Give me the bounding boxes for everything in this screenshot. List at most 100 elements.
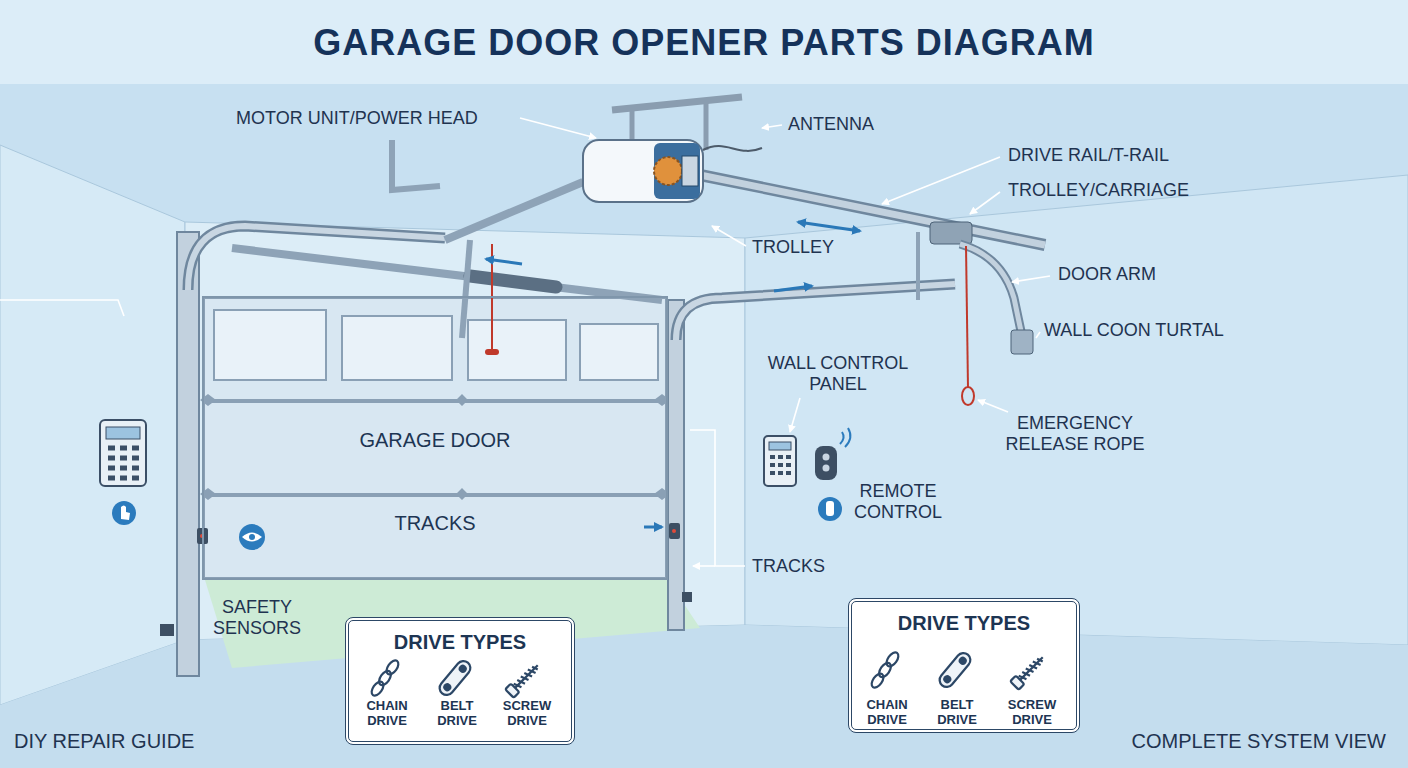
leader-line — [520, 118, 596, 138]
button-row — [770, 463, 792, 467]
screw-icon — [1010, 653, 1047, 690]
door-label: TRACKS — [204, 512, 666, 535]
part-label: TROLLEY/CARRIAGE — [1008, 180, 1228, 201]
door-window — [342, 316, 452, 380]
button-row — [108, 476, 142, 481]
keypad — [764, 436, 796, 486]
motion-arrow — [798, 222, 860, 231]
door-hinge — [200, 394, 670, 500]
leader-line — [712, 226, 746, 246]
drive-type-label: BELT DRIVE — [424, 699, 490, 729]
keypad — [100, 420, 146, 486]
door-panel — [204, 496, 666, 578]
motor-window — [654, 143, 700, 199]
horizontal-track — [676, 284, 955, 340]
drive-type-label: SCREW DRIVE — [999, 698, 1065, 728]
part-label: REMOTE CONTROL — [843, 481, 953, 522]
motor-coil — [682, 156, 698, 186]
remote-icon — [818, 497, 842, 521]
torsion-bar — [232, 248, 662, 300]
button-row — [108, 456, 142, 461]
door-panel — [204, 402, 666, 494]
drive-types-box: DRIVE TYPES CHAIN DRIVEBELT DRIVE SCREW DR… — [848, 598, 1080, 733]
motor-gear — [654, 157, 682, 185]
touch-icon — [112, 501, 136, 525]
touch-icon-hand — [121, 506, 130, 521]
right-wall — [745, 175, 1408, 645]
leader-line — [1036, 332, 1040, 338]
title-band — [0, 0, 1408, 84]
door-arm — [960, 244, 1022, 336]
leader-line — [762, 125, 782, 128]
door-window — [214, 310, 326, 380]
button-row — [770, 455, 792, 459]
belt-icon — [437, 658, 473, 698]
eye-pupil — [249, 534, 255, 540]
eye-shape — [242, 533, 262, 542]
eye-icon — [239, 524, 265, 550]
remote-button — [823, 454, 830, 461]
leader-lines — [0, 118, 1050, 566]
floor-bracket — [682, 592, 692, 602]
keypad-buttons — [770, 457, 792, 473]
rope-handle — [485, 349, 499, 355]
leader-line — [978, 400, 1008, 412]
part-label: ANTENNA — [788, 114, 908, 135]
safety-sensor — [669, 523, 680, 539]
part-label: TRACKS — [752, 556, 852, 577]
signal-waves — [840, 428, 850, 447]
front-arm — [462, 240, 470, 338]
button-row — [108, 466, 142, 471]
drive-rail — [700, 175, 1045, 245]
front-rail — [445, 182, 583, 240]
door-window — [580, 324, 658, 380]
leader-bracket — [690, 430, 745, 566]
drive-type-label: SCREW DRIVE — [494, 699, 560, 729]
floor-bracket — [160, 624, 174, 636]
box-heading: DRIVE TYPES — [349, 631, 571, 654]
rope-loop — [962, 387, 974, 405]
motion-arrow — [644, 526, 662, 529]
motor-unit — [583, 140, 703, 202]
leader-line — [790, 398, 800, 432]
left-wall — [0, 145, 185, 705]
drive-type-label: CHAIN DRIVE — [854, 698, 920, 728]
sensor-light — [672, 529, 676, 533]
remote — [815, 446, 837, 480]
button-row — [108, 446, 142, 451]
keypad-screen — [769, 442, 791, 450]
door-window — [468, 320, 566, 380]
part-label: EMERGENCY RELEASE ROPE — [995, 413, 1155, 454]
part-label: MOTOR UNIT/POWER HEAD — [236, 108, 536, 129]
box-heading: DRIVE TYPES — [852, 612, 1076, 635]
diagram-title: GARAGE DOOR OPENER PARTS DIAGRAM — [0, 22, 1408, 63]
drive-types-box: DRIVE TYPESCHAIN DRIVEBELT DRIVESCREW DR… — [345, 617, 575, 745]
release-rope — [966, 246, 968, 388]
back-wall — [185, 222, 745, 640]
rail-hanger — [916, 232, 920, 300]
chain-icon — [869, 650, 900, 690]
antenna-wire — [703, 146, 762, 151]
remote-button — [823, 465, 830, 472]
leader-line — [882, 157, 1000, 204]
torsion-spring — [470, 276, 556, 287]
drive-type-label: BELT DRIVE — [924, 698, 990, 728]
door-arm — [960, 244, 1022, 336]
vertical-track — [177, 232, 199, 676]
part-label: WALL COON TURTAL — [1044, 320, 1284, 341]
part-label: TROLLEY — [752, 237, 852, 258]
drive-rail — [700, 175, 1045, 245]
keypad-buttons — [108, 448, 142, 478]
header-bracket — [392, 140, 440, 190]
part-label: DOOR ARM — [1058, 264, 1198, 285]
door-bracket — [1011, 330, 1033, 354]
leader-line — [970, 192, 1000, 214]
door-panel — [204, 298, 666, 400]
leader-line — [693, 565, 715, 567]
remote-icon-shape — [826, 501, 834, 516]
motion-arrow — [774, 286, 812, 291]
